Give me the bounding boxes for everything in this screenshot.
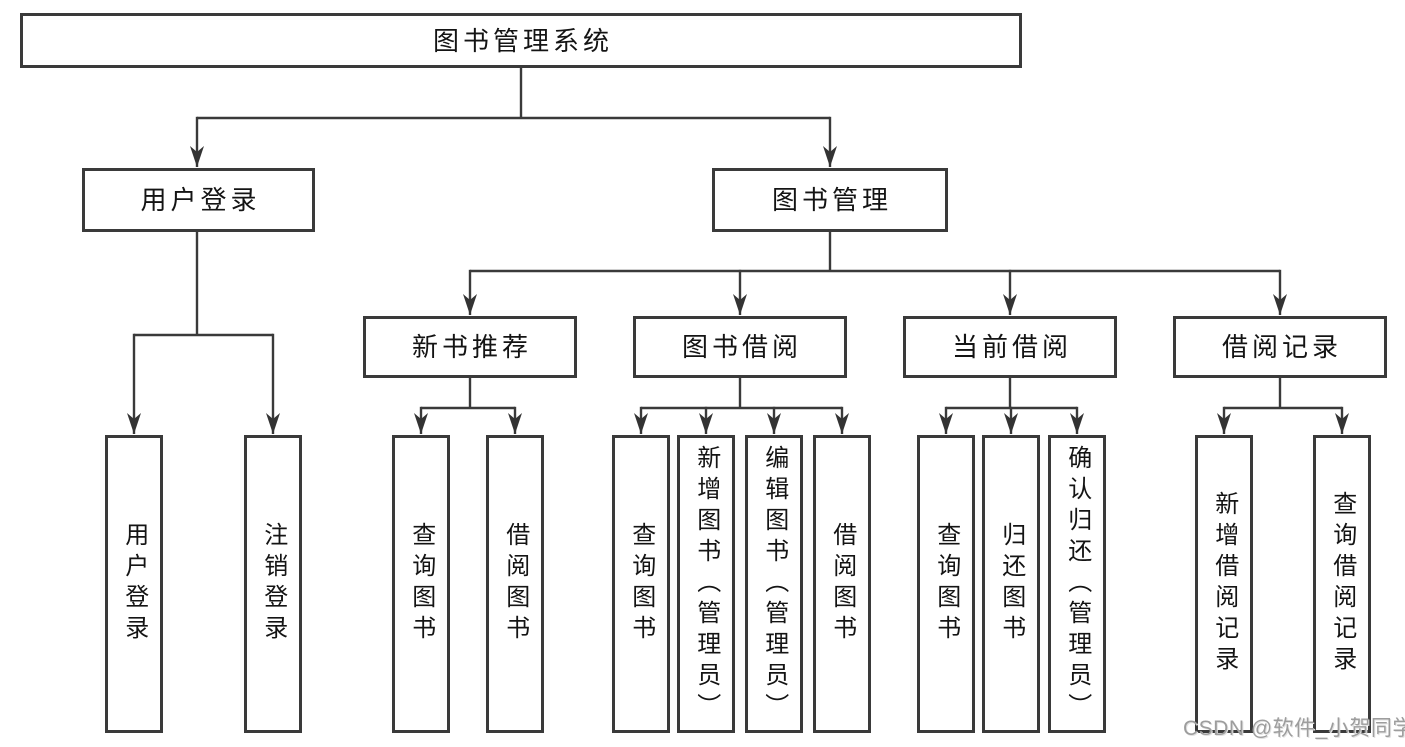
leaf-query-books-borrow-label: 查询图书 [627, 522, 655, 646]
leaf-confirm-return-admin-label: 确认归还（管理员） [1063, 444, 1091, 724]
node-root: 图书管理系统 [20, 13, 1022, 68]
leaf-add-book-admin: 新增图书（管理员） [677, 435, 735, 733]
leaf-query-books-recommend-label: 查询图书 [407, 522, 435, 646]
node-root-label: 图书管理系统 [432, 25, 613, 56]
leaf-return-book-label: 归还图书 [997, 522, 1025, 646]
node-book-borrowing-label: 图书借阅 [681, 332, 802, 362]
node-new-book-recommend-label: 新书推荐 [411, 332, 532, 362]
leaf-logout: 注销登录 [244, 435, 302, 733]
node-borrowing-records-label: 借阅记录 [1221, 332, 1342, 362]
leaf-borrow-books-recommend-label: 借阅图书 [501, 522, 529, 646]
node-current-borrowing: 当前借阅 [903, 316, 1117, 378]
node-user-login: 用户登录 [82, 168, 315, 232]
leaf-query-books-borrow: 查询图书 [612, 435, 670, 733]
leaf-query-books-current-label: 查询图书 [932, 522, 960, 646]
leaf-borrow-books-recommend: 借阅图书 [486, 435, 544, 733]
node-book-borrowing: 图书借阅 [633, 316, 847, 378]
leaf-return-book: 归还图书 [982, 435, 1040, 733]
leaf-user-login-label: 用户登录 [120, 522, 148, 646]
node-book-management-label: 图书管理 [771, 185, 892, 215]
leaf-edit-book-admin: 编辑图书（管理员） [745, 435, 803, 733]
node-new-book-recommend: 新书推荐 [363, 316, 577, 378]
leaf-logout-label: 注销登录 [259, 522, 287, 646]
leaf-query-borrow-record-label: 查询借阅记录 [1328, 491, 1356, 677]
csdn-watermark: CSDN @软件_小贺同学 [1183, 717, 1405, 740]
leaf-user-login: 用户登录 [105, 435, 163, 733]
leaf-query-books-current: 查询图书 [917, 435, 975, 733]
node-book-management: 图书管理 [712, 168, 948, 232]
leaf-add-borrow-record-label: 新增借阅记录 [1210, 491, 1238, 677]
node-current-borrowing-label: 当前借阅 [951, 332, 1072, 362]
node-borrowing-records: 借阅记录 [1173, 316, 1387, 378]
leaf-add-book-admin-label: 新增图书（管理员） [692, 444, 720, 724]
leaf-edit-book-admin-label: 编辑图书（管理员） [760, 444, 788, 724]
leaf-borrow-books-borrow-label: 借阅图书 [828, 522, 856, 646]
leaf-borrow-books-borrow: 借阅图书 [813, 435, 871, 733]
leaf-add-borrow-record: 新增借阅记录 [1195, 435, 1253, 733]
leaf-query-borrow-record: 查询借阅记录 [1313, 435, 1371, 733]
leaf-query-books-recommend: 查询图书 [392, 435, 450, 733]
leaf-confirm-return-admin: 确认归还（管理员） [1048, 435, 1106, 733]
node-user-login-label: 用户登录 [140, 185, 261, 215]
